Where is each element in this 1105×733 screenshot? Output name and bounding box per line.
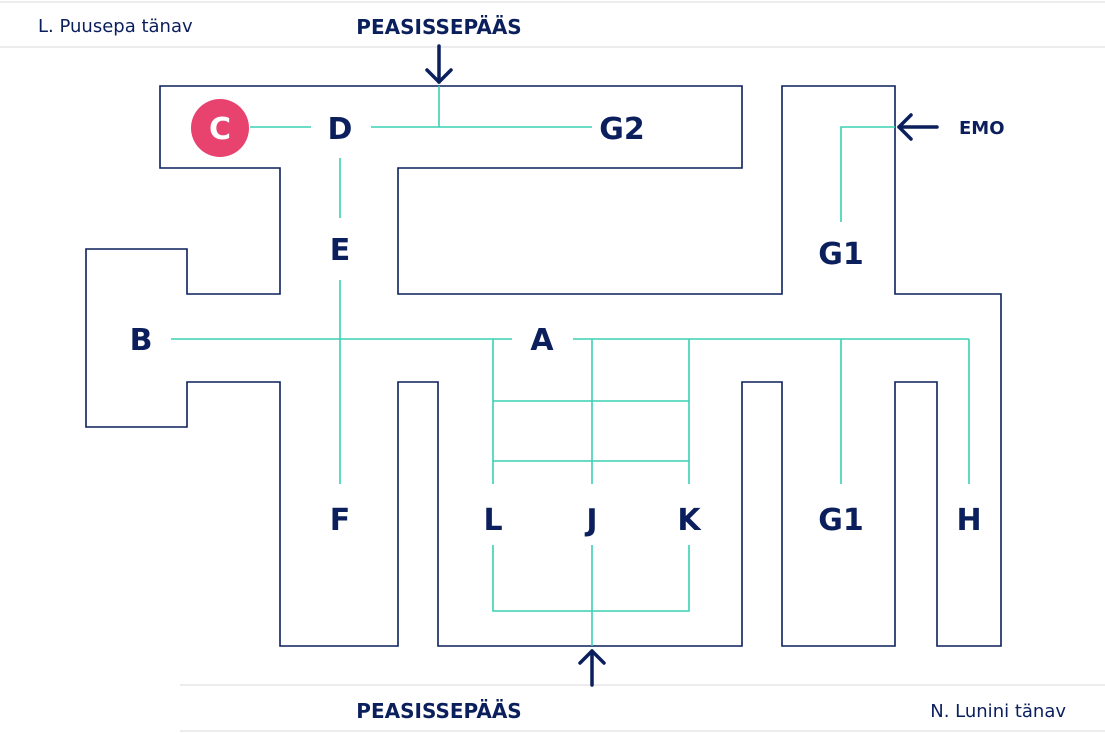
block-label-f[interactable]: F — [330, 503, 351, 538]
highlight-marker — [191, 99, 249, 157]
block-label-h[interactable]: H — [956, 503, 981, 538]
block-label-g1-lower[interactable]: G1 — [818, 503, 864, 538]
block-label-l[interactable]: L — [483, 503, 502, 538]
path-emo-g1 — [840, 126, 895, 222]
street-label-top-left: L. Puusepa tänav — [38, 16, 193, 37]
block-label-j[interactable]: J — [584, 503, 597, 538]
emergency-entrance-label: EMO — [959, 118, 1005, 139]
block-label-g1-upper[interactable]: G1 — [818, 237, 864, 272]
street-label-bottom-right: N. Lunini tänav — [930, 701, 1066, 722]
block-label-d[interactable]: D — [328, 112, 353, 147]
main-building-outline — [85, 85, 1002, 647]
block-label-e[interactable]: E — [330, 233, 351, 268]
corridor-paths — [171, 86, 970, 646]
block-label-b[interactable]: B — [130, 323, 153, 358]
block-label-a[interactable]: A — [530, 323, 554, 358]
arrow-down-icon — [425, 44, 453, 84]
block-label-g2[interactable]: G2 — [599, 112, 645, 147]
path-l-k-loop — [492, 545, 690, 612]
building-outline — [85, 85, 1002, 647]
main-entrance-bottom-label: PEASISSEPÄÄS — [356, 699, 521, 723]
block-label-k[interactable]: K — [677, 503, 702, 538]
block-label-c[interactable]: C — [209, 112, 231, 147]
arrow-left-icon — [897, 113, 939, 141]
arrow-up-icon — [578, 649, 606, 687]
main-entrance-top-label: PEASISSEPÄÄS — [356, 15, 521, 39]
